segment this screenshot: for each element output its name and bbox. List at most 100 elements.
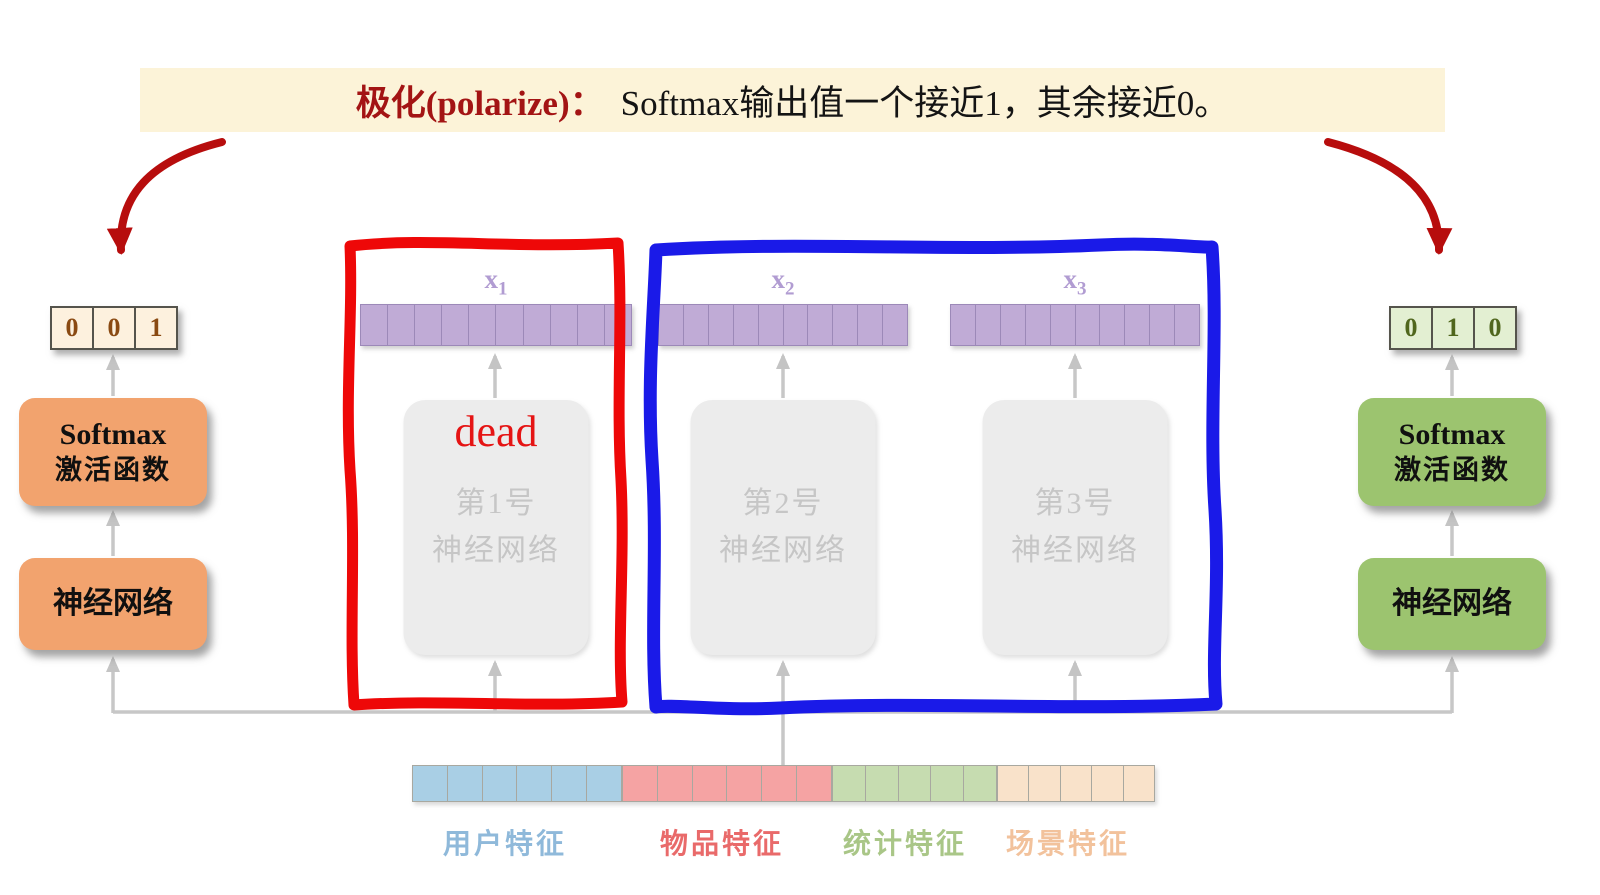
feature-cell (552, 765, 588, 802)
vector-cell (682, 305, 708, 345)
feature-cell (412, 765, 448, 802)
input-vector-x2 (658, 304, 908, 346)
vector-cell (1124, 305, 1149, 345)
output-cell: 0 (92, 308, 134, 348)
right-output-vector: 0 1 0 (1389, 306, 1517, 350)
feature-cell (587, 765, 622, 802)
feature-cell (657, 765, 693, 802)
vector-cell (522, 305, 550, 345)
feature-cell (997, 765, 1030, 802)
feature-group-user (412, 765, 622, 802)
vector-cell (468, 305, 495, 345)
output-cell: 0 (52, 308, 92, 348)
feature-cell (1060, 765, 1093, 802)
feature-label-stat: 统计特征 (842, 829, 968, 860)
network-label: 神经网络 (53, 587, 173, 621)
vector-cell (807, 305, 832, 345)
expert-subtitle: 神经网络 (432, 533, 560, 567)
expert-title: 第2号 (742, 487, 824, 520)
polarize-arrow-right-icon (1324, 138, 1453, 255)
vector-label-x2: x2 (771, 264, 795, 300)
feature-label-scene: 场景特征 (1005, 829, 1131, 860)
vector-cell (387, 305, 414, 345)
vector-cell (576, 305, 604, 345)
output-cell: 0 (1391, 308, 1431, 348)
vector-cell (441, 305, 468, 345)
feature-cell (692, 765, 728, 802)
activation-label: 激活函数 (1394, 455, 1510, 486)
polarize-arrow-left-icon (106, 138, 226, 255)
expert-column-1: x1 dead 第1号 神经网络 (360, 0, 632, 700)
feature-cell (517, 765, 553, 802)
softmax-label: Softmax (59, 417, 167, 451)
vector-cell (757, 305, 783, 345)
right-softmax-box: Softmax 激活函数 (1358, 398, 1546, 506)
output-cell: 0 (1473, 308, 1515, 348)
left-network-box: 神经网络 (19, 558, 207, 650)
vector-cell (1049, 305, 1075, 345)
output-cell: 1 (134, 308, 176, 348)
vector-cell (857, 305, 882, 345)
feature-cell (762, 765, 798, 802)
banner-highlight: 极化(polarize)： (355, 83, 605, 123)
vector-cell (882, 305, 907, 345)
vector-cell (951, 305, 975, 345)
expert-column-3: x3 第3号 神经网络 (950, 0, 1200, 700)
vector-cell (1099, 305, 1124, 345)
feature-cell (727, 765, 763, 802)
vector-cell (1024, 305, 1050, 345)
feature-cell (1029, 765, 1061, 802)
vector-cell (999, 305, 1025, 345)
input-vector-x1 (360, 304, 632, 346)
vector-cell (1074, 305, 1100, 345)
feature-group-scene (997, 765, 1156, 802)
feature-group-item (622, 765, 832, 802)
input-vector-x3 (950, 304, 1200, 346)
activation-label: 激活函数 (55, 455, 171, 486)
feature-group-stat (832, 765, 997, 802)
feature-label-user: 用户特征 (442, 829, 568, 860)
feature-cell (797, 765, 832, 802)
vector-cell (549, 305, 577, 345)
banner: 极化(polarize)： Softmax输出值一个接近1，其余接近0。 (140, 68, 1445, 132)
left-output-vector: 0 0 1 (50, 306, 178, 350)
feature-cell (622, 765, 658, 802)
vector-cell (1149, 305, 1174, 345)
vector-cell (732, 305, 758, 345)
expert-network-2: 第2号 神经网络 (690, 400, 876, 655)
vector-cell (495, 305, 522, 345)
feature-cell (964, 765, 997, 802)
vector-cell (832, 305, 857, 345)
network-label: 神经网络 (1392, 587, 1512, 621)
feature-cell (1092, 765, 1124, 802)
feature-cell (1123, 765, 1156, 802)
vector-cell (1174, 305, 1199, 345)
vector-cell (414, 305, 441, 345)
feature-cell (832, 765, 866, 802)
softmax-label: Softmax (1398, 417, 1506, 451)
expert-subtitle: 神经网络 (1011, 533, 1139, 567)
feature-cell (447, 765, 483, 802)
feature-cell (482, 765, 518, 802)
vector-label-x3: x3 (1063, 264, 1087, 300)
vector-label-x1: x1 (484, 264, 508, 300)
expert-network-3: 第3号 神经网络 (982, 400, 1168, 655)
feature-cell (898, 765, 932, 802)
feature-vector (412, 765, 1156, 802)
vector-cell (707, 305, 733, 345)
expert-column-2: x2 第2号 神经网络 (658, 0, 908, 700)
dead-label: dead (454, 407, 538, 456)
output-cell: 1 (1431, 308, 1473, 348)
feature-cell (931, 765, 965, 802)
left-softmax-box: Softmax 激活函数 (19, 398, 207, 506)
vector-cell (659, 305, 683, 345)
vector-cell (782, 305, 808, 345)
expert-subtitle: 神经网络 (719, 533, 847, 567)
right-network-box: 神经网络 (1358, 558, 1546, 650)
expert-title: 第1号 (455, 487, 537, 520)
banner-text: Softmax输出值一个接近1，其余接近0。 (620, 83, 1230, 123)
feature-label-item: 物品特征 (659, 829, 785, 860)
vector-cell (974, 305, 1000, 345)
vector-cell (603, 305, 631, 345)
